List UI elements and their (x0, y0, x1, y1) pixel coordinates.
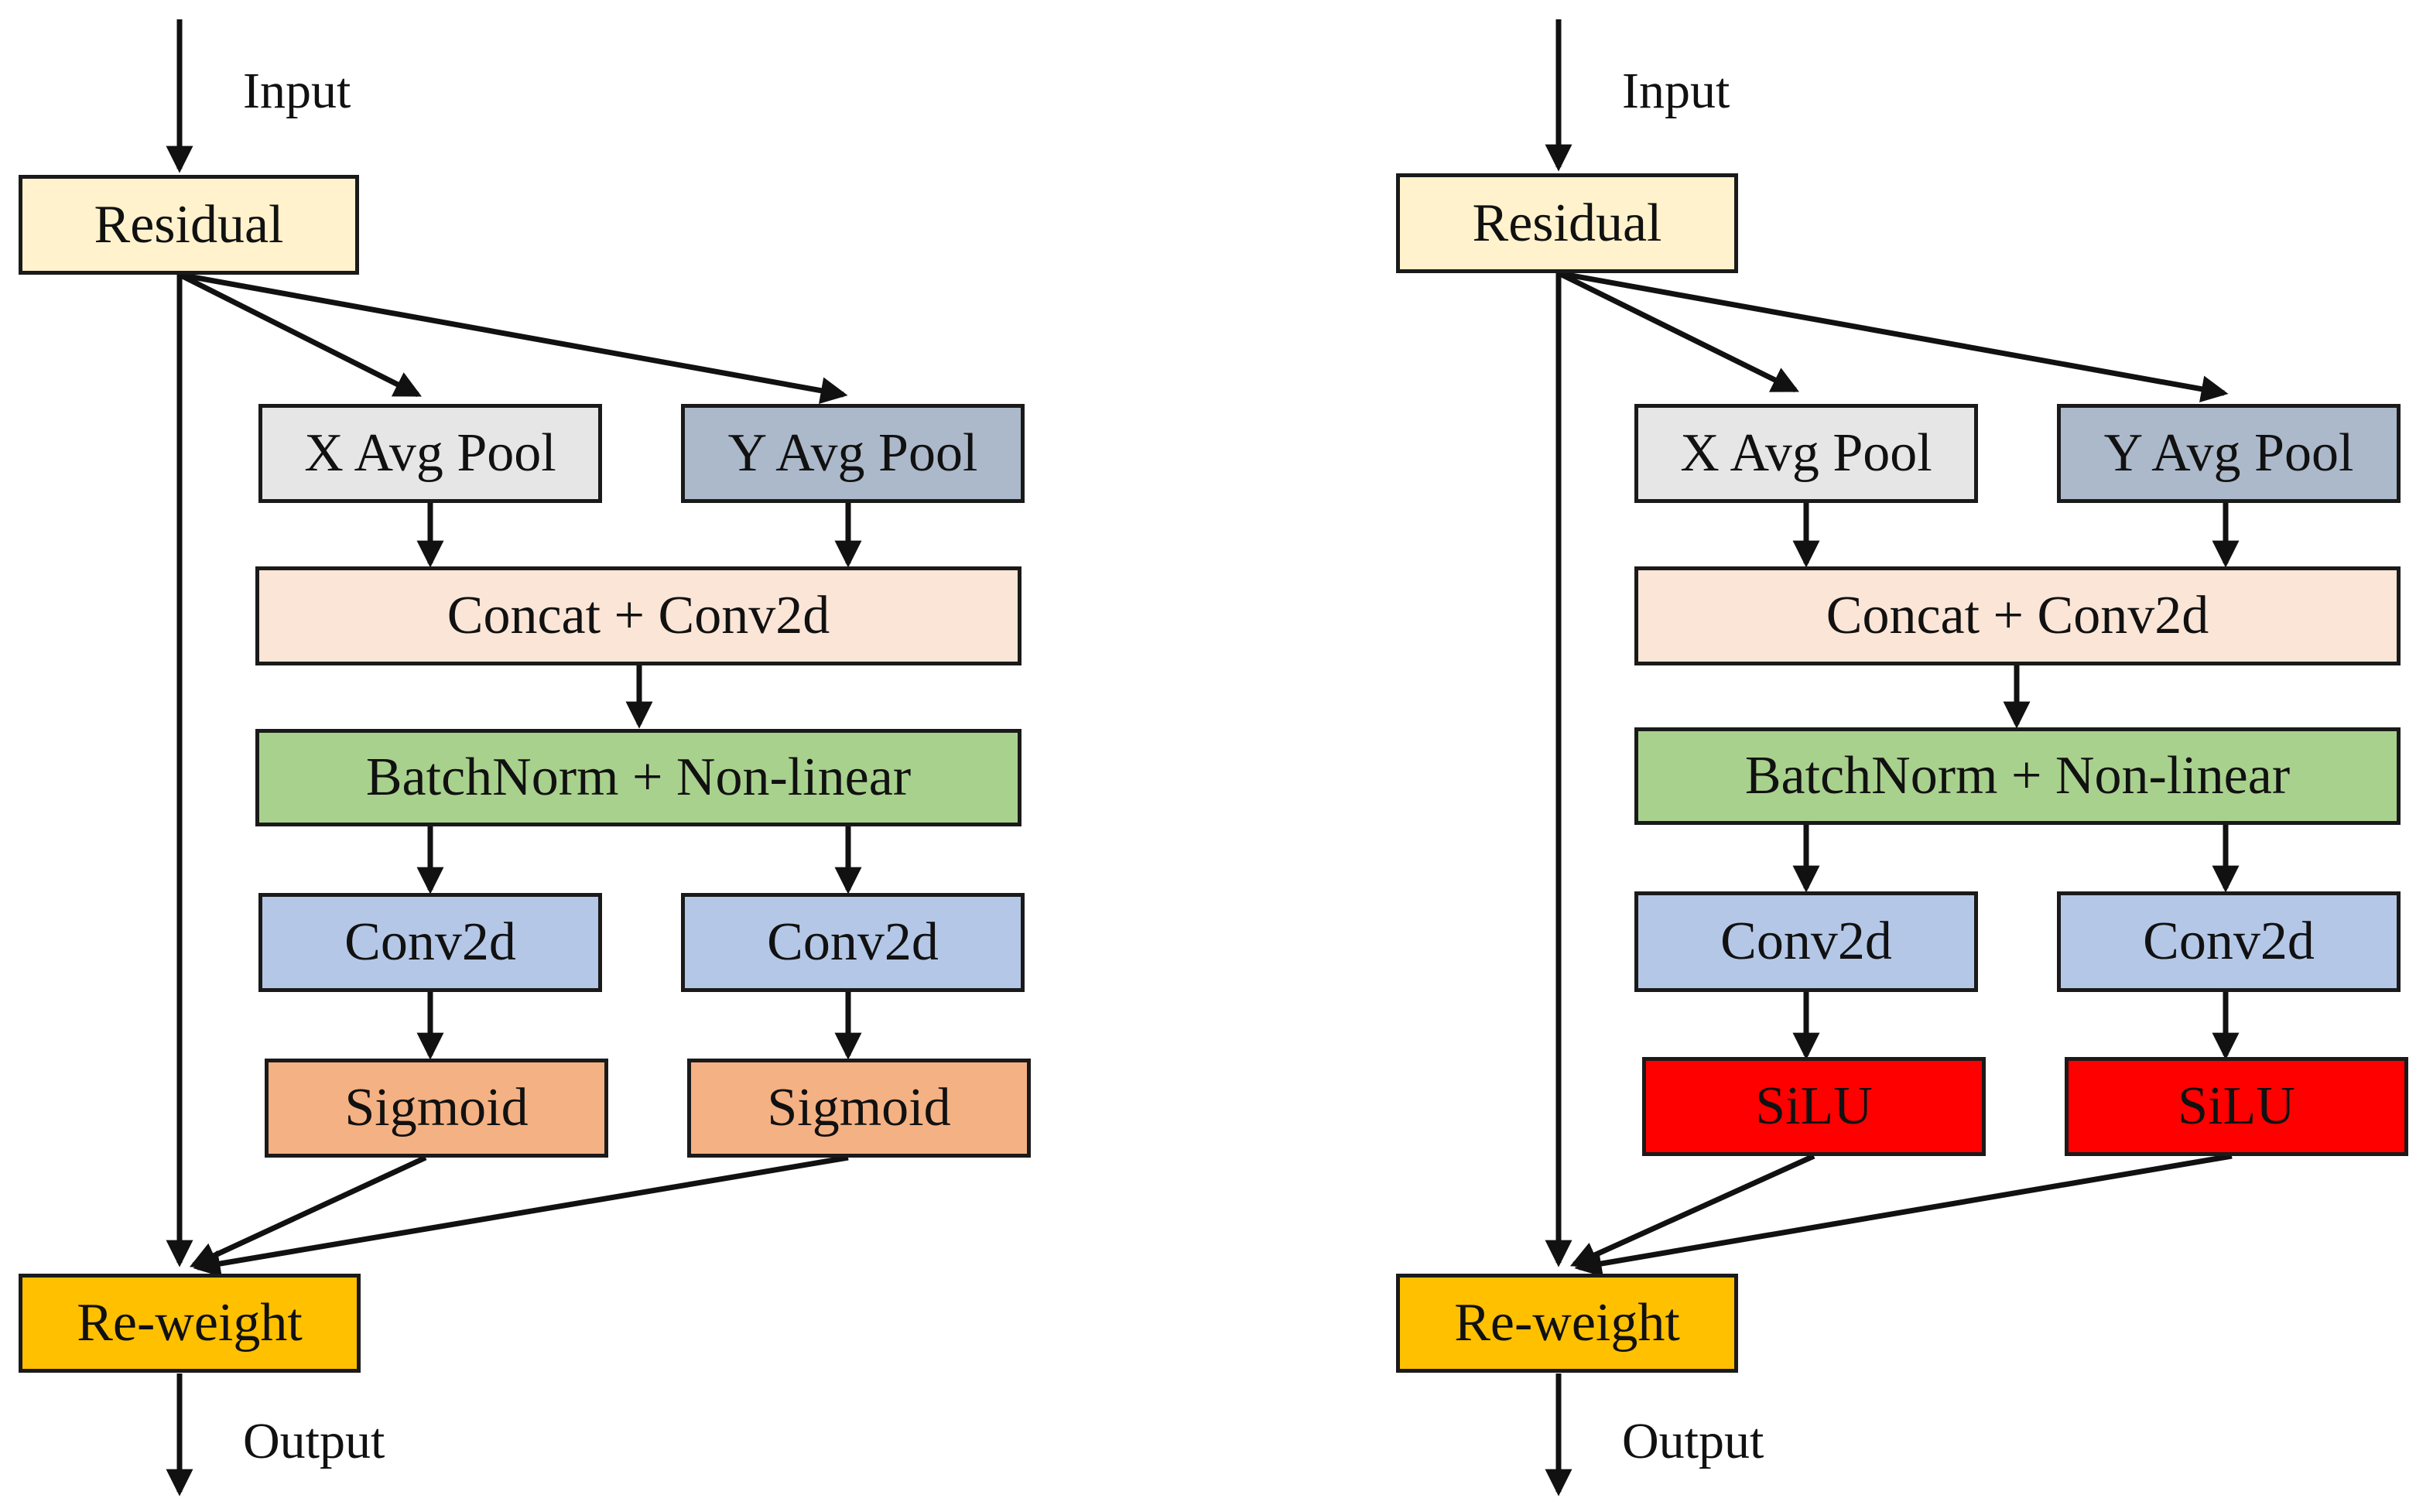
left-act-right-to-reweight-arrow (193, 1155, 849, 1278)
right-x-avg-pool-block: X Avg Pool (1634, 404, 1978, 503)
right-residual-block: Residual (1396, 173, 1738, 273)
right-act-right-to-reweight-arrow (1574, 1153, 2233, 1278)
left-conv2d-right-block: Conv2d (681, 893, 1025, 992)
left-output-label: Output (243, 1413, 385, 1469)
left-concat-conv2d-block: Concat + Conv2d (255, 566, 1021, 665)
right-silu-right-block: SiLU (2065, 1057, 2408, 1156)
left-batchnorm-block: BatchNorm + Non-linear (255, 729, 1021, 826)
right-silu-left-block: SiLU (1642, 1057, 1986, 1156)
left-sigmoid-left-block: Sigmoid (265, 1059, 608, 1158)
left-reweight-block: Re-weight (19, 1274, 361, 1373)
right-conv2d-left-block: Conv2d (1634, 891, 1978, 992)
left-conv2d-left-block: Conv2d (258, 893, 602, 992)
right-residual-to-x-pool-arrow (1557, 270, 1800, 393)
left-y-avg-pool-block: Y Avg Pool (681, 404, 1025, 503)
right-act-left-to-reweight-arrow (1569, 1153, 1815, 1267)
right-residual-to-y-pool-arrow (1558, 270, 2229, 403)
right-output-label: Output (1622, 1413, 1764, 1469)
right-reweight-block: Re-weight (1396, 1274, 1738, 1373)
right-diagram-connectors (1545, 19, 2240, 1497)
left-act-left-to-reweight-arrow (189, 1155, 427, 1268)
left-residual-to-y-pool-arrow (179, 272, 848, 404)
right-input-label: Input (1622, 63, 1730, 119)
left-x-avg-pool-block: X Avg Pool (258, 404, 602, 503)
right-batchnorm-block: BatchNorm + Non-linear (1634, 727, 2401, 825)
left-sigmoid-right-block: Sigmoid (687, 1059, 1031, 1158)
right-conv2d-right-block: Conv2d (2057, 891, 2401, 992)
left-residual-block: Residual (19, 175, 359, 275)
right-y-avg-pool-block: Y Avg Pool (2057, 404, 2401, 503)
right-concat-conv2d-block: Concat + Conv2d (1634, 566, 2401, 665)
left-residual-to-x-pool-arrow (178, 272, 423, 398)
left-input-label: Input (243, 63, 351, 119)
left-diagram-connectors (166, 19, 862, 1497)
